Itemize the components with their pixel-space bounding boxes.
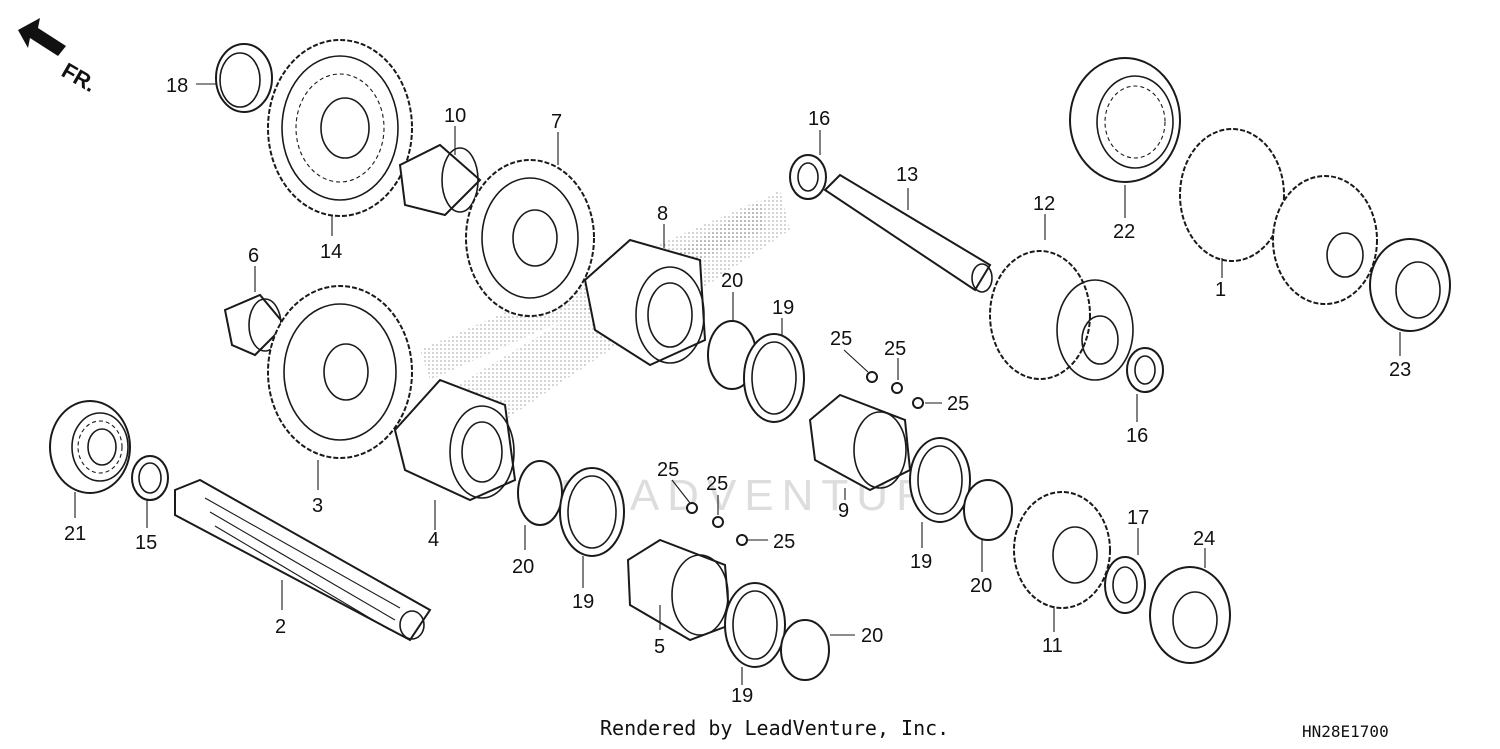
part-24-bearing[interactable] [1149, 566, 1231, 664]
part-15-washer[interactable] [131, 455, 169, 501]
callout-16-b: 16 [1126, 425, 1148, 447]
callout-19-b: 19 [772, 297, 794, 319]
part-20-ring-c[interactable] [780, 619, 830, 681]
part-19-ring-c[interactable] [724, 582, 786, 668]
part-14-gear[interactable] [267, 39, 413, 217]
part-20-ring-a[interactable] [517, 460, 563, 526]
part-21-bearing[interactable] [49, 400, 131, 494]
callout-21: 21 [64, 523, 86, 545]
callout-17: 17 [1127, 507, 1149, 529]
callout-25-d: 25 [657, 459, 679, 481]
callout-19-d: 19 [910, 551, 932, 573]
callout-22: 22 [1113, 221, 1135, 243]
callout-15: 15 [135, 532, 157, 554]
part-2-mainshaft[interactable] [174, 478, 432, 642]
callout-9: 9 [838, 500, 849, 522]
callout-25-a: 25 [830, 328, 852, 350]
callout-23: 23 [1389, 359, 1411, 381]
callout-18: 18 [166, 75, 188, 97]
callout-24: 24 [1193, 528, 1215, 550]
part-6-bushing[interactable] [223, 293, 287, 357]
callout-20-c: 20 [861, 625, 883, 647]
callout-16-a: 16 [808, 108, 830, 130]
callout-12: 12 [1033, 193, 1055, 215]
part-1-gear-cluster[interactable] [1179, 128, 1378, 305]
callout-25-e: 25 [706, 473, 728, 495]
diagram-code: HN28E1700 [1302, 722, 1389, 741]
callout-1: 1 [1215, 279, 1226, 301]
callout-3: 3 [312, 495, 323, 517]
callout-labels: 18 14 10 7 8 6 3 4 21 15 2 20 19 20 19 5… [64, 75, 1411, 707]
front-direction-arrow-icon: FR. [18, 18, 101, 97]
part-16-washer-a[interactable] [789, 154, 827, 200]
part-7-gear[interactable] [465, 159, 595, 317]
part-17-washer[interactable] [1104, 556, 1146, 614]
part-8-sleeve[interactable] [583, 238, 707, 367]
callout-7: 7 [551, 111, 562, 133]
callout-14: 14 [320, 241, 342, 263]
part-20-ring-d[interactable] [963, 479, 1013, 541]
callout-2: 2 [275, 616, 286, 638]
part-9-needle-bearing[interactable] [808, 393, 912, 492]
callout-8: 8 [657, 203, 668, 225]
callout-19-a: 19 [572, 591, 594, 613]
part-19-ring-d[interactable] [909, 437, 971, 523]
front-label: FR. [58, 58, 101, 97]
callout-25-f: 25 [773, 531, 795, 553]
callout-19-c: 19 [731, 685, 753, 707]
part-3-gear[interactable] [267, 285, 413, 459]
part-13-countershaft[interactable] [823, 173, 993, 293]
part-18-washer[interactable] [215, 43, 273, 113]
callout-4: 4 [428, 529, 439, 551]
callout-20-d: 20 [970, 575, 992, 597]
callout-25-c: 25 [947, 393, 969, 415]
part-23-bearing[interactable] [1369, 238, 1451, 332]
part-11-gear[interactable] [1013, 491, 1111, 609]
callout-20-a: 20 [512, 556, 534, 578]
leader-lines [74, 83, 1401, 685]
part-25-balls[interactable] [686, 371, 924, 546]
part-10-collar[interactable] [398, 143, 482, 217]
callout-13: 13 [896, 164, 918, 186]
part-5-needle-bearing[interactable] [626, 538, 732, 642]
callout-5: 5 [654, 636, 665, 658]
callout-11: 11 [1042, 635, 1063, 657]
callout-25-b: 25 [884, 338, 906, 360]
part-19-ring-b[interactable] [743, 333, 805, 423]
part-16-washer-b[interactable] [1126, 347, 1164, 393]
part-19-ring-a[interactable] [559, 467, 625, 557]
callout-10: 10 [444, 105, 466, 127]
part-22-bearing[interactable] [1069, 57, 1181, 183]
callout-20-b: 20 [721, 270, 743, 292]
rendered-by-credit: Rendered by LeadVenture, Inc. [600, 716, 950, 740]
callout-6: 6 [248, 245, 259, 267]
part-12-gear[interactable] [989, 250, 1134, 381]
part-4-sleeve[interactable] [393, 378, 517, 502]
